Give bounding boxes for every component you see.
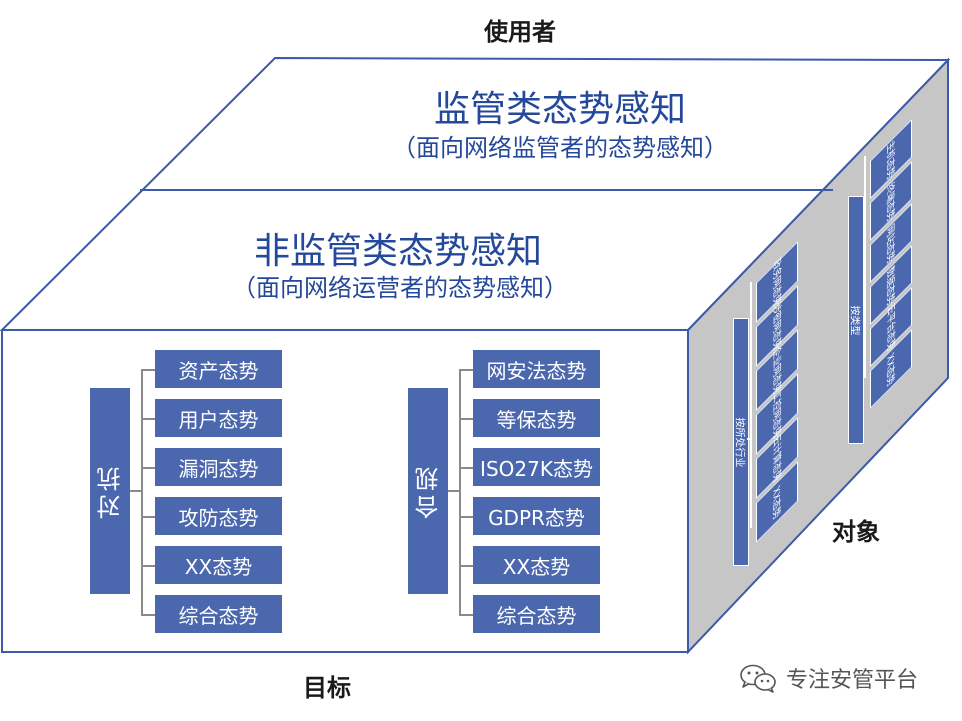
axis-label-right: 对象 [832, 518, 880, 546]
item-user-posture: 用户态势 [155, 399, 282, 437]
top-face-subtitle: （面向网络监管者的态势感知） [392, 134, 728, 162]
tree-connector [141, 614, 155, 616]
item-mlps-posture: 等保态势 [473, 399, 600, 437]
tree-connector [459, 369, 461, 615]
group-label-confrontation: 对抗 [90, 388, 130, 594]
watermark: 专注安管平台 [738, 662, 918, 694]
item-asset-posture: 资产态势 [155, 350, 282, 388]
tree-connector [459, 614, 473, 616]
middle-face-subtitle: （面向网络运营者的态势感知） [232, 274, 568, 302]
item-vulnerability-posture: 漏洞态势 [155, 448, 282, 486]
tree-connector [141, 565, 155, 567]
top-face-title: 监管类态势感知 [433, 89, 686, 130]
tree-connector [141, 467, 155, 469]
tree-connector [750, 282, 752, 528]
item-cybersecurity-law-posture: 网安法态势 [473, 350, 600, 388]
item-attack-defense-posture: 攻防态势 [155, 497, 282, 535]
item-iso27k-posture: ISO27K态势 [473, 448, 600, 486]
item-overall-posture: 综合态势 [473, 595, 600, 633]
watermark-text: 专注安管平台 [786, 668, 919, 693]
axis-label-top: 使用者 [484, 18, 556, 46]
tree-connector [747, 438, 751, 440]
tree-connector [141, 369, 143, 615]
side-group-label-industry: 按所处行业 [733, 318, 749, 566]
group-label-compliance: 合规 [408, 388, 448, 594]
item-xx-posture: XX态势 [473, 546, 600, 584]
side-group-label-type: 按类型 [848, 196, 864, 444]
axis-label-bottom: 目标 [303, 674, 351, 702]
tree-connector [141, 516, 155, 518]
tree-connector [459, 369, 473, 371]
tree-connector [130, 490, 142, 492]
wechat-icon [740, 664, 776, 693]
item-gdpr-posture: GDPR态势 [473, 497, 600, 535]
tree-connector [459, 418, 473, 420]
item-overall-posture: 综合态势 [155, 595, 282, 633]
tree-connector [864, 156, 866, 378]
tree-connector [141, 418, 155, 420]
tree-connector [448, 490, 460, 492]
tree-connector [459, 516, 473, 518]
middle-face-title: 非监管类态势感知 [253, 231, 542, 272]
tree-connector [141, 369, 155, 371]
tree-connector [459, 565, 473, 567]
tree-connector [459, 467, 473, 469]
item-xx-posture: XX态势 [155, 546, 282, 584]
